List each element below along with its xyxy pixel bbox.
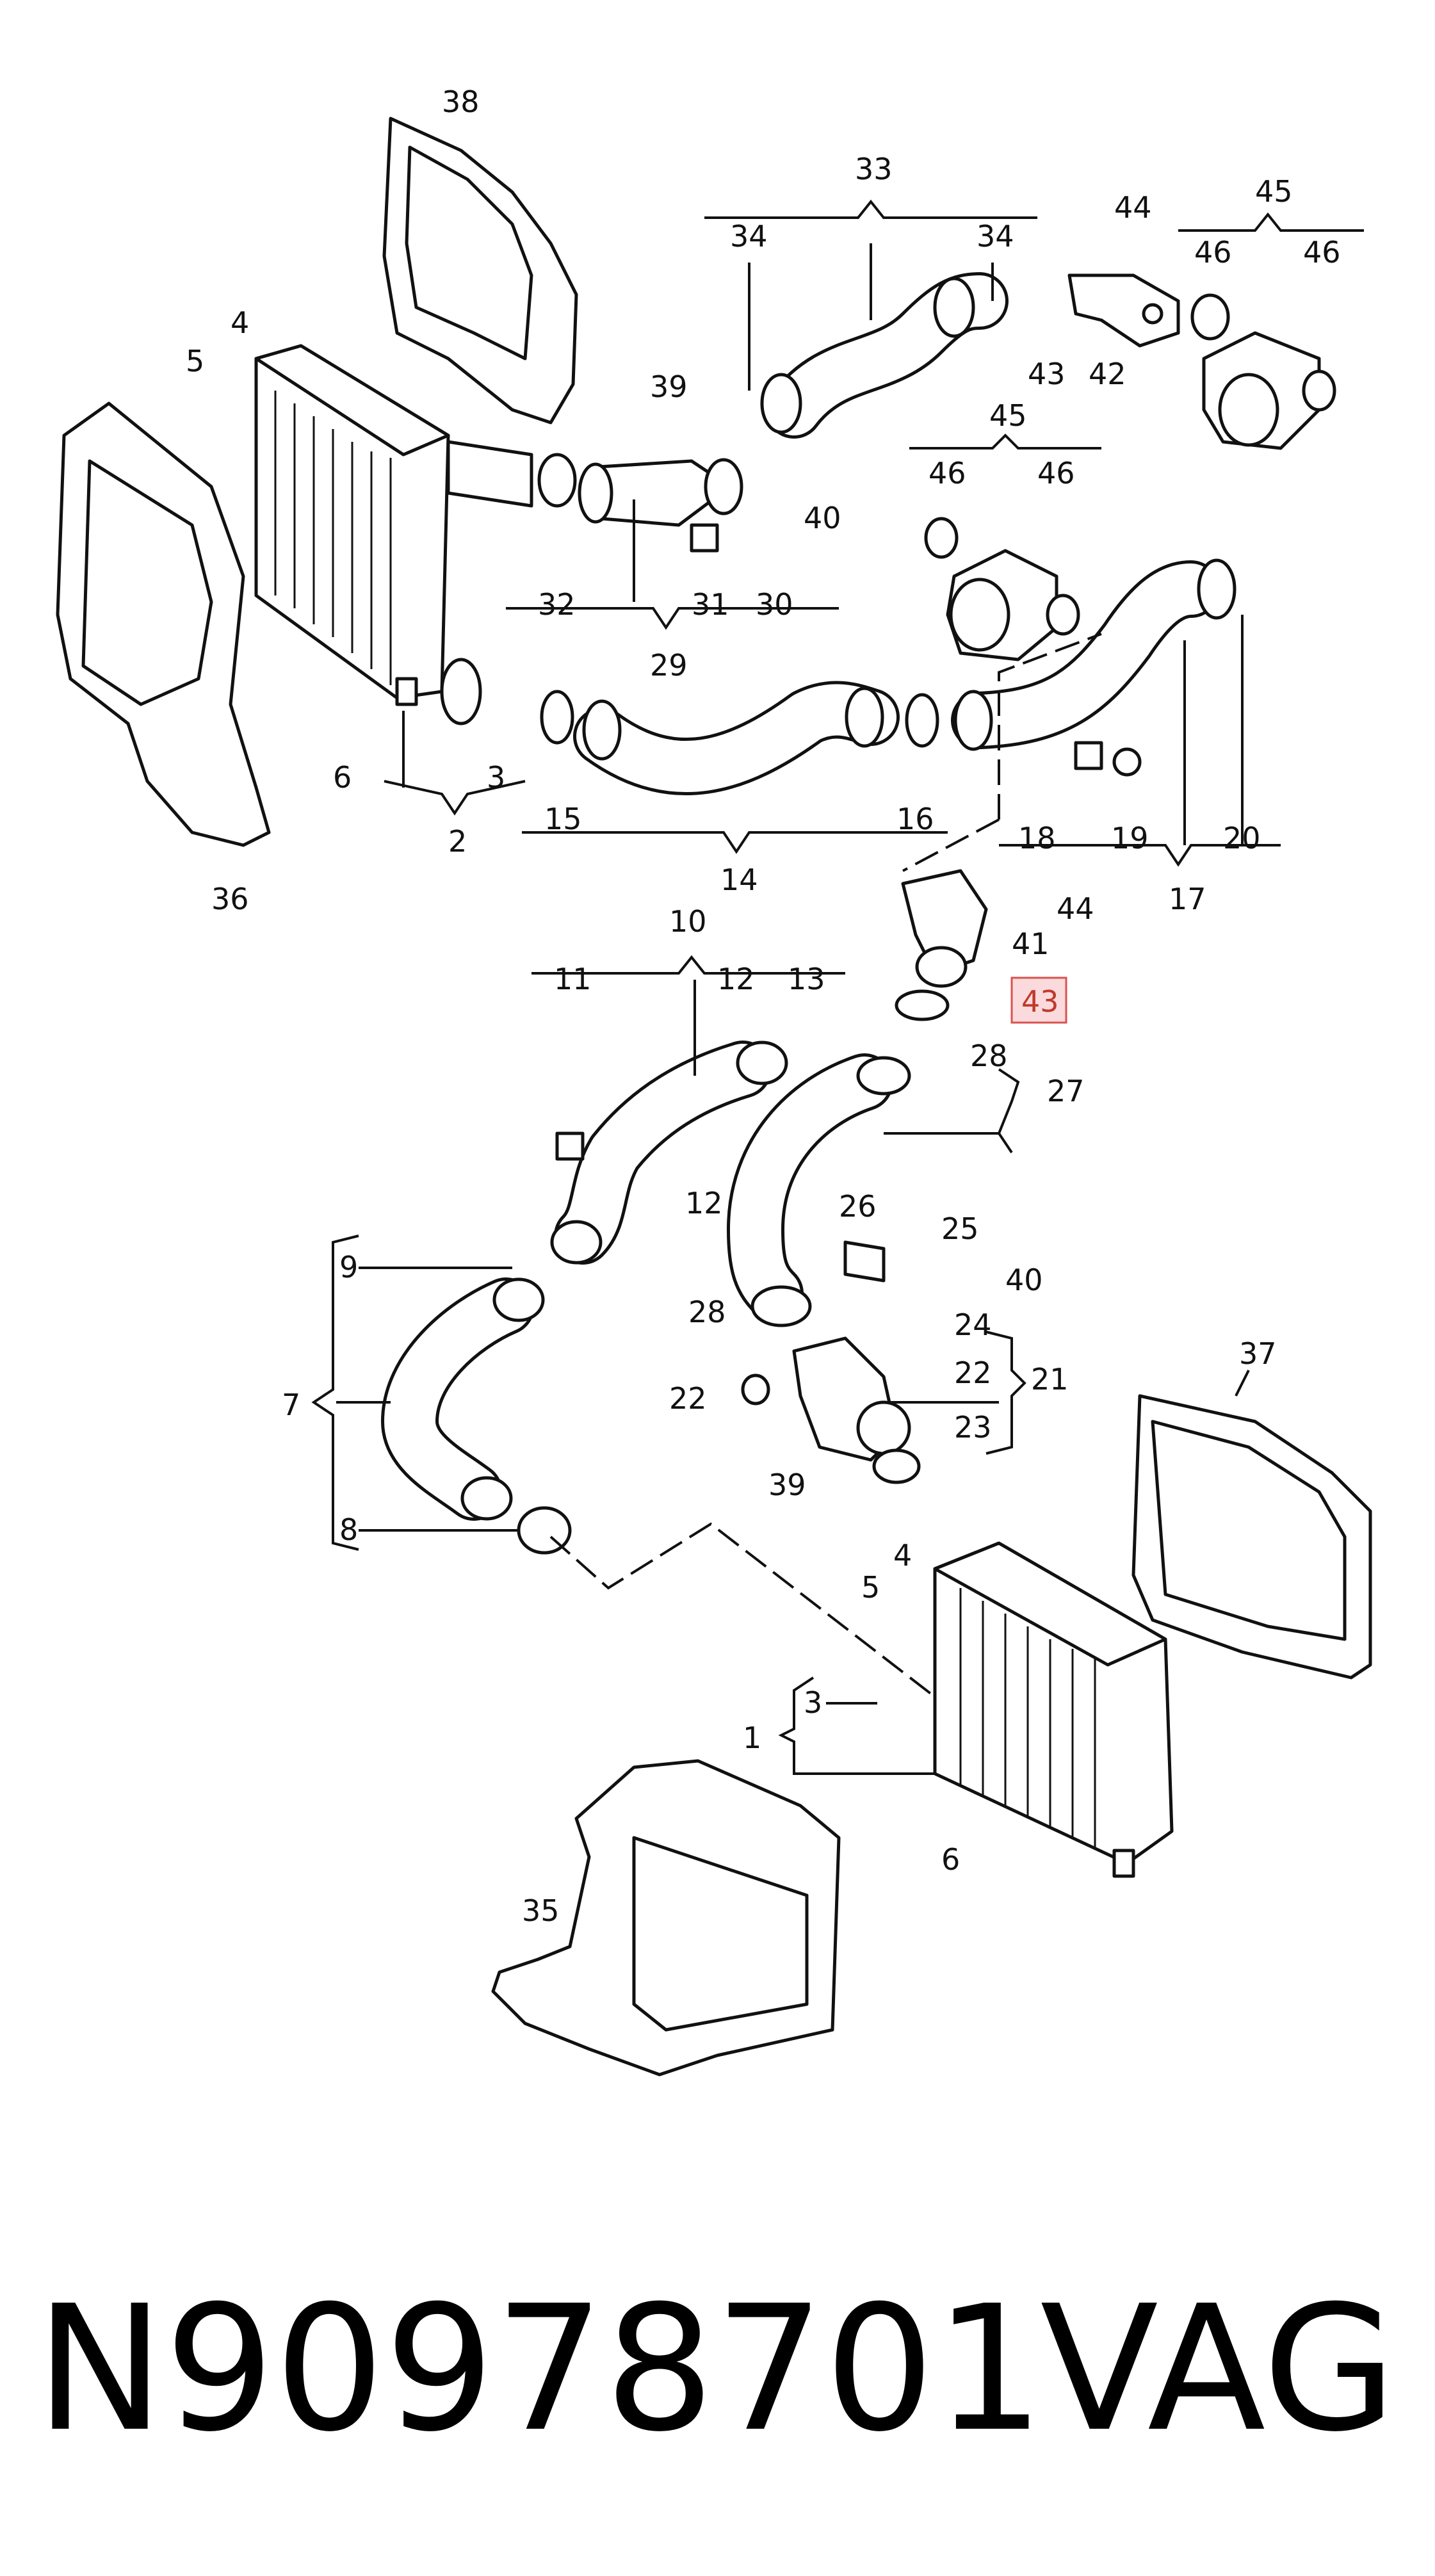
callout-44: 44 [1057, 891, 1094, 926]
callout-5: 5 [186, 344, 204, 378]
footer: N90978701 VAG [0, 2273, 1435, 2465]
air-guide-36 [56, 401, 271, 847]
callouts: 38 33 34 34 44 45 46 46 5 4 39 43 42 40 … [186, 85, 1341, 1928]
callout-34: 34 [977, 219, 1014, 254]
callout-24: 24 [954, 1308, 992, 1342]
callout-29: 29 [650, 648, 688, 683]
intercooler-lower [933, 1541, 1174, 1878]
connection-pipe-21 [741, 1240, 921, 1484]
callout-27: 27 [1047, 1074, 1085, 1108]
callout-23: 23 [954, 1410, 992, 1445]
callout-45: 45 [989, 398, 1027, 433]
part-number: N90978701 [35, 2268, 1045, 2470]
callout-20: 20 [1223, 821, 1261, 855]
throttle-valve-upper [1190, 293, 1336, 450]
callout-2: 2 [448, 824, 467, 859]
brand-name: VAG [1040, 2268, 1397, 2470]
callout-22: 22 [669, 1381, 707, 1416]
callout-15: 15 [544, 802, 582, 836]
callout-11: 11 [554, 962, 592, 996]
callout-26: 26 [839, 1189, 877, 1224]
callout-13: 13 [788, 962, 825, 996]
callout-21: 21 [1031, 1362, 1069, 1397]
callout-10: 10 [669, 904, 707, 939]
callout-42: 42 [1089, 357, 1126, 391]
callout-45: 45 [1255, 174, 1293, 209]
callout-3: 3 [804, 1685, 822, 1720]
callout-46: 46 [1194, 235, 1232, 270]
charge-hose-33 [760, 272, 1009, 439]
callout-37: 37 [1239, 1336, 1277, 1371]
callout-34: 34 [730, 219, 768, 254]
callout-46: 46 [928, 456, 966, 490]
callout-3: 3 [487, 760, 505, 795]
callout-35: 35 [522, 1893, 560, 1928]
connection-pipe-41 [895, 869, 988, 1021]
callout-28: 28 [970, 1039, 1008, 1073]
callout-33: 33 [855, 152, 893, 186]
callout-17: 17 [1169, 882, 1206, 916]
air-guide-upper [382, 117, 578, 425]
parts-exploded-diagram: 38 33 34 34 44 45 46 46 5 4 39 43 42 40 … [56, 85, 1372, 2077]
callout-14: 14 [720, 863, 758, 897]
callout-18: 18 [1018, 821, 1056, 855]
callout-4: 4 [893, 1538, 912, 1573]
callout-4: 4 [231, 305, 249, 340]
callout-44: 44 [1114, 190, 1152, 225]
callout-32: 32 [538, 587, 576, 622]
callout-6: 6 [333, 760, 352, 795]
callout-12: 12 [717, 962, 755, 996]
leader-dashes [549, 633, 1102, 1698]
callout-38: 38 [442, 85, 480, 119]
charge-hose-27 [727, 1053, 911, 1327]
callout-39: 39 [768, 1468, 806, 1502]
callout-22: 22 [954, 1356, 992, 1390]
callout-16: 16 [896, 802, 934, 836]
leader-lines [311, 199, 1364, 1775]
callout-8: 8 [339, 1512, 358, 1547]
connection-pipe-29 [446, 440, 743, 553]
callout-46: 46 [1037, 456, 1075, 490]
intercooler-upper [254, 344, 450, 706]
callout-25: 25 [941, 1211, 979, 1246]
callout-43-highlighted: 43 [1021, 984, 1059, 1019]
callout-19: 19 [1111, 821, 1149, 855]
charge-hose-17 [951, 558, 1236, 777]
air-guide-37 [1131, 1394, 1372, 1680]
throttle-valve-middle [924, 517, 1080, 661]
callout-6: 6 [941, 1842, 960, 1877]
callout-5: 5 [861, 1570, 880, 1605]
callout-40: 40 [804, 501, 841, 535]
charge-hose-7 [381, 1277, 572, 1555]
connection-pipe-42 [1067, 273, 1180, 348]
callout-28: 28 [688, 1295, 726, 1329]
callout-46: 46 [1303, 235, 1341, 270]
charge-hose-10 [550, 1041, 788, 1265]
highlighted-callout-box [1010, 976, 1067, 1024]
callout-7: 7 [282, 1388, 300, 1422]
callout-1: 1 [743, 1721, 761, 1755]
callout-43: 43 [1028, 357, 1066, 391]
callout-9: 9 [339, 1250, 358, 1284]
callout-41: 41 [1012, 927, 1050, 961]
callout-40: 40 [1005, 1263, 1043, 1297]
callout-36: 36 [211, 882, 249, 916]
callout-31: 31 [692, 587, 729, 622]
callout-30: 30 [756, 587, 793, 622]
callout-39: 39 [650, 369, 688, 404]
air-guide-35 [491, 1759, 841, 2077]
charge-hose-14 [440, 658, 939, 796]
callout-12: 12 [685, 1186, 723, 1220]
